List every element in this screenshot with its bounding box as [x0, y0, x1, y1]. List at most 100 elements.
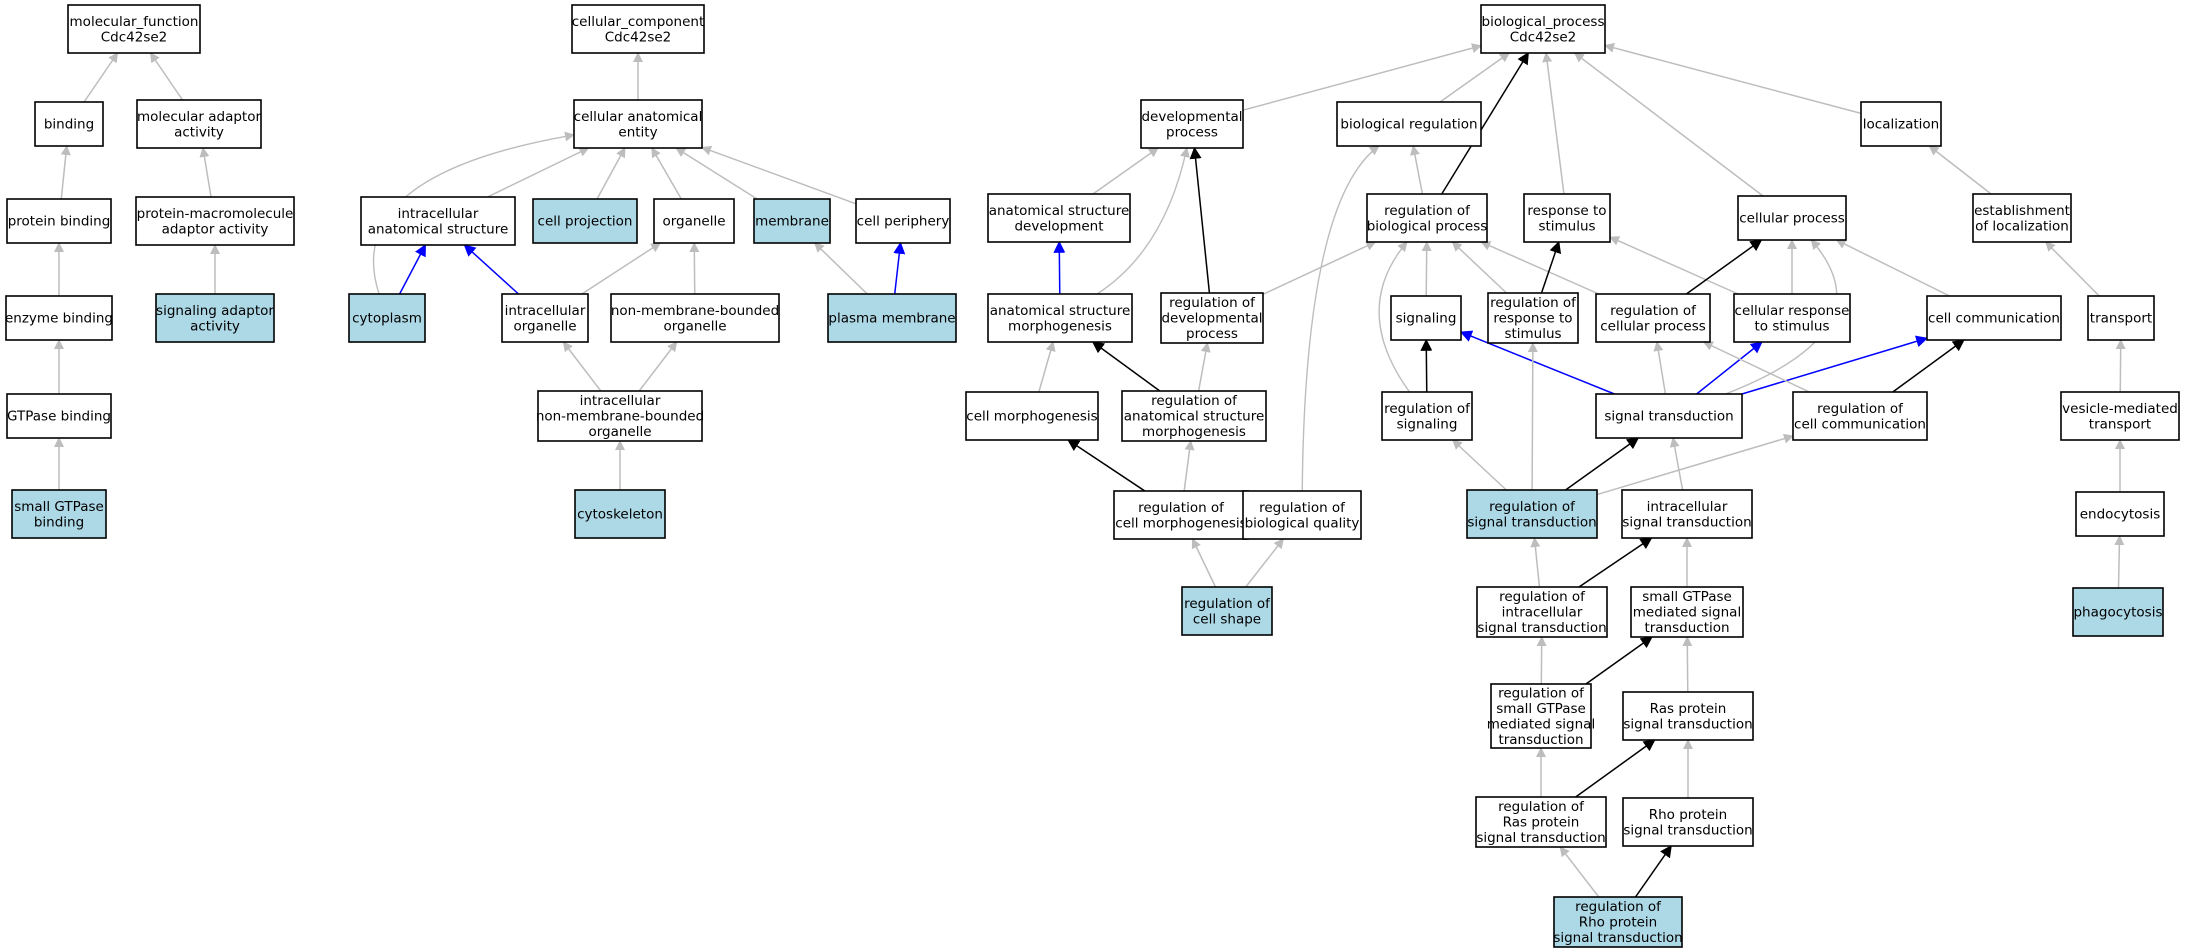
edge-line: [149, 52, 184, 101]
edge-reg_dev-to-rbp: [1262, 241, 1377, 295]
node-cell-proc[interactable]: cellular process: [1737, 195, 1847, 241]
edge-line: [1183, 440, 1195, 492]
edge-line: [1696, 341, 1763, 395]
edge-reg_cell_morph-to-cell_morph: [1067, 439, 1146, 492]
node-cell-comm[interactable]: cell communication: [1926, 295, 2062, 341]
node-cytoplasm[interactable]: cytoplasm: [348, 293, 426, 343]
node-box: [1140, 99, 1244, 149]
node-box: [5, 295, 113, 341]
node-label-line: cell shape: [1193, 611, 1261, 627]
node-gtpase-binding[interactable]: GTPase binding: [6, 393, 112, 439]
node-cytoskeleton[interactable]: cytoskeleton: [574, 489, 666, 539]
node-protein-binding[interactable]: protein binding: [6, 198, 112, 244]
node-label-line: enzyme binding: [5, 311, 113, 327]
node-box: [2075, 491, 2165, 537]
edge-reg_sig_trans-to-reg_signaling: [1451, 439, 1507, 491]
node-label-line: anatomical structure: [989, 203, 1130, 219]
node-cell-periphery[interactable]: cell periphery: [855, 198, 951, 244]
edge-dev_proc-to-bp: [1242, 43, 1482, 111]
edge-line: [1634, 845, 1672, 898]
node-inmbo[interactable]: intracellularnon-membrane-boundedorganel…: [536, 390, 704, 442]
edge-line: [1409, 145, 1424, 195]
edge-reg_cell_comm-to-reg_cell_proc: [1702, 341, 1810, 393]
node-label-line: developmental: [1141, 109, 1242, 125]
node-box: [537, 390, 703, 442]
edge-reg_dev-to-dev_proc: [1189, 146, 1211, 294]
node-box: [360, 196, 516, 246]
edge-line: [1559, 846, 1600, 898]
node-label-line: anatomical structure: [1124, 409, 1265, 425]
node-sig-trans[interactable]: signal transduction: [1595, 393, 1743, 439]
edge-bio_reg-to-bp: [1439, 52, 1510, 103]
node-signaling[interactable]: signaling: [1390, 295, 1462, 341]
node-organelle[interactable]: organelle: [653, 198, 735, 244]
node-label-line: cellular process: [1600, 318, 1706, 334]
edge-reg_asm-to-asm: [1091, 341, 1161, 392]
edge-line: [1378, 241, 1411, 393]
node-label-line: endocytosis: [2080, 507, 2160, 523]
node-transport[interactable]: transport: [2087, 295, 2155, 341]
node-plasma-membrane[interactable]: plasma membrane: [827, 293, 957, 343]
edge-reg_sig_trans-to-reg_cell_comm: [1596, 433, 1794, 496]
node-phagocytosis[interactable]: phagocytosis: [2072, 587, 2164, 637]
node-localization[interactable]: localization: [1860, 101, 1942, 147]
node-cell-morph[interactable]: cell morphogenesis: [965, 391, 1099, 441]
edge-line: [1242, 43, 1482, 111]
node-membrane[interactable]: membrane: [753, 198, 831, 244]
edge-pm_adaptor-to-mol_adaptor: [199, 147, 212, 198]
edge-mol_adaptor-to-mf: [149, 52, 184, 101]
node-label-line: localization: [1863, 117, 1939, 133]
node-bio-reg[interactable]: biological regulation: [1336, 101, 1482, 147]
edge-reg_rho-to-rho_sig: [1634, 845, 1672, 898]
node-box: [2072, 587, 2164, 637]
node-endocytosis[interactable]: endocytosis: [2075, 491, 2165, 537]
edge-reg_bio_qual-to-bio_reg: [1301, 145, 1380, 492]
edge-line: [1530, 537, 1541, 588]
node-binding[interactable]: binding: [34, 101, 104, 147]
node-box: [574, 489, 666, 539]
node-label-line: intracellular: [580, 393, 661, 409]
node-cell-projection[interactable]: cell projection: [532, 198, 638, 244]
node-enzyme-binding[interactable]: enzyme binding: [5, 295, 113, 341]
node-label-line: signal transduction: [1476, 830, 1605, 846]
edge-asm-to-asd: [1053, 240, 1066, 295]
